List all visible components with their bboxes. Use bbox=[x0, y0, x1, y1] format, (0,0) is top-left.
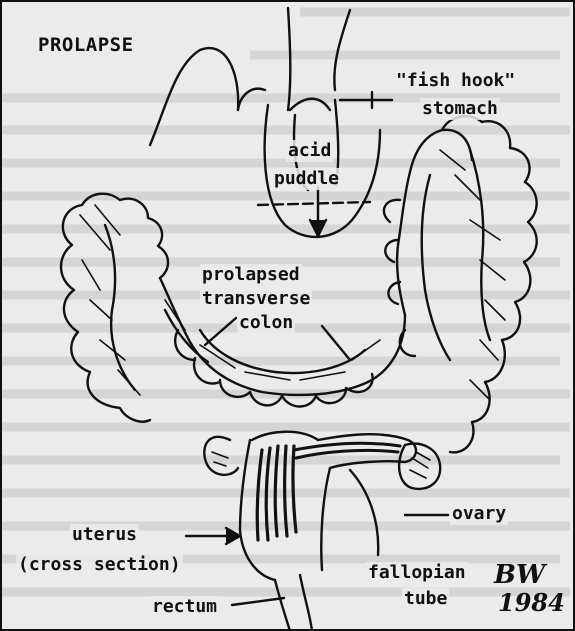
left-ovary-loop bbox=[204, 437, 238, 475]
label-prolapsed-line2: transverse bbox=[200, 288, 312, 310]
uterus-rectum-outline bbox=[186, 432, 416, 631]
label-ovary: ovary bbox=[450, 503, 508, 525]
label-rectum: rectum bbox=[150, 596, 219, 618]
artist-signature-year: 1984 bbox=[498, 590, 565, 616]
colon-pointer-left bbox=[205, 318, 236, 345]
label-uterus-line2: (cross section) bbox=[16, 554, 183, 576]
right-ovary bbox=[399, 444, 448, 515]
label-prolapsed-line3: colon bbox=[237, 312, 295, 334]
colon-pointer-right bbox=[322, 326, 350, 360]
diagram-title: PROLAPSE bbox=[36, 34, 136, 56]
label-fish-hook-line1: "fish hook" bbox=[394, 70, 517, 92]
label-acid-line1: acid bbox=[286, 140, 333, 162]
artist-signature-initials: BW bbox=[494, 562, 545, 588]
fallopian-tube bbox=[350, 470, 378, 555]
label-prolapsed-line1: prolapsed bbox=[200, 264, 302, 286]
label-uterus-line1: uterus bbox=[70, 524, 139, 546]
stomach-outline bbox=[150, 8, 380, 237]
label-acid-line2: puddle bbox=[272, 168, 341, 190]
label-fish-hook-line2: stomach bbox=[420, 98, 500, 120]
rectum-pointer bbox=[232, 598, 284, 605]
acid-puddle-arrow bbox=[310, 187, 326, 236]
label-fallopian-line2: tube bbox=[402, 588, 449, 610]
label-fallopian-line1: fallopian bbox=[366, 562, 468, 584]
